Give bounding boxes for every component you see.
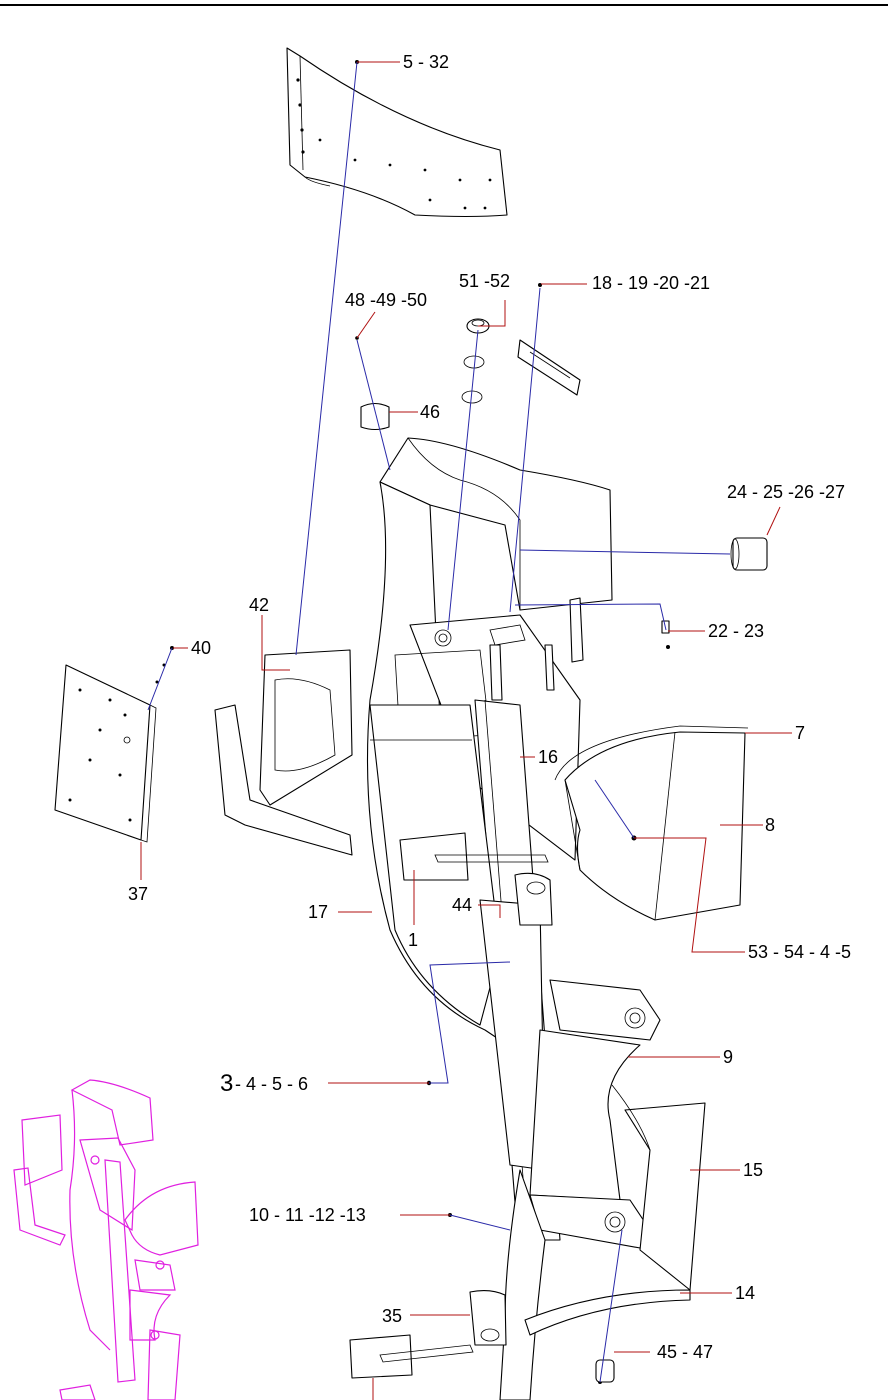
callout-7: 7 bbox=[795, 723, 805, 743]
plate-15 bbox=[611, 1084, 706, 1291]
callout-5-32: 5 - 32 bbox=[403, 52, 449, 72]
callout-22-23: 22 - 23 bbox=[708, 621, 764, 641]
top-rule bbox=[0, 0, 888, 6]
callout-35: 35 bbox=[382, 1306, 402, 1326]
hardware-22-23 bbox=[661, 620, 670, 649]
assembly-axes bbox=[147, 61, 731, 1383]
callout-8: 8 bbox=[765, 815, 775, 835]
plate-8 bbox=[554, 725, 749, 921]
callout-53-5: 53 - 54 - 4 -5 bbox=[748, 942, 851, 962]
callout-18-21: 18 - 19 -20 -21 bbox=[592, 273, 710, 293]
callout-51-52: 51 -52 bbox=[459, 271, 510, 291]
callout-10-13: 10 - 11 -12 -13 bbox=[249, 1205, 366, 1225]
callout-44: 44 bbox=[452, 895, 472, 915]
bushing-51-52 bbox=[461, 318, 490, 404]
callout-40: 40 bbox=[191, 638, 211, 658]
callout-14: 14 bbox=[735, 1283, 755, 1303]
callout-45-47: 45 - 47 bbox=[657, 1342, 713, 1362]
leader-lines bbox=[140, 61, 792, 1400]
rubber-block bbox=[730, 537, 768, 571]
callout-labels: 5 - 32 51 -52 18 - 19 -20 -21 48 -49 -50… bbox=[128, 52, 851, 1362]
callout-17: 17 bbox=[308, 902, 328, 922]
lever-assemblies bbox=[349, 832, 553, 1379]
left-plate bbox=[54, 664, 157, 843]
callout-46: 46 bbox=[420, 402, 440, 422]
callout-1: 1 bbox=[408, 930, 418, 950]
callout-16: 16 bbox=[538, 747, 558, 767]
callout-3: 3 bbox=[220, 1070, 233, 1097]
callout-42: 42 bbox=[249, 595, 269, 615]
callout-37: 37 bbox=[128, 884, 148, 904]
callout-9: 9 bbox=[723, 1047, 733, 1067]
bushing-46 bbox=[360, 402, 390, 431]
callout-15: 15 bbox=[743, 1160, 763, 1180]
callout-24-27: 24 - 25 -26 -27 bbox=[727, 482, 845, 502]
top-plate bbox=[286, 47, 508, 218]
callout-3-6: - 4 - 5 - 6 bbox=[235, 1074, 308, 1094]
callout-48-50: 48 -49 -50 bbox=[345, 290, 427, 310]
assembly-thumbnail bbox=[13, 1079, 199, 1400]
